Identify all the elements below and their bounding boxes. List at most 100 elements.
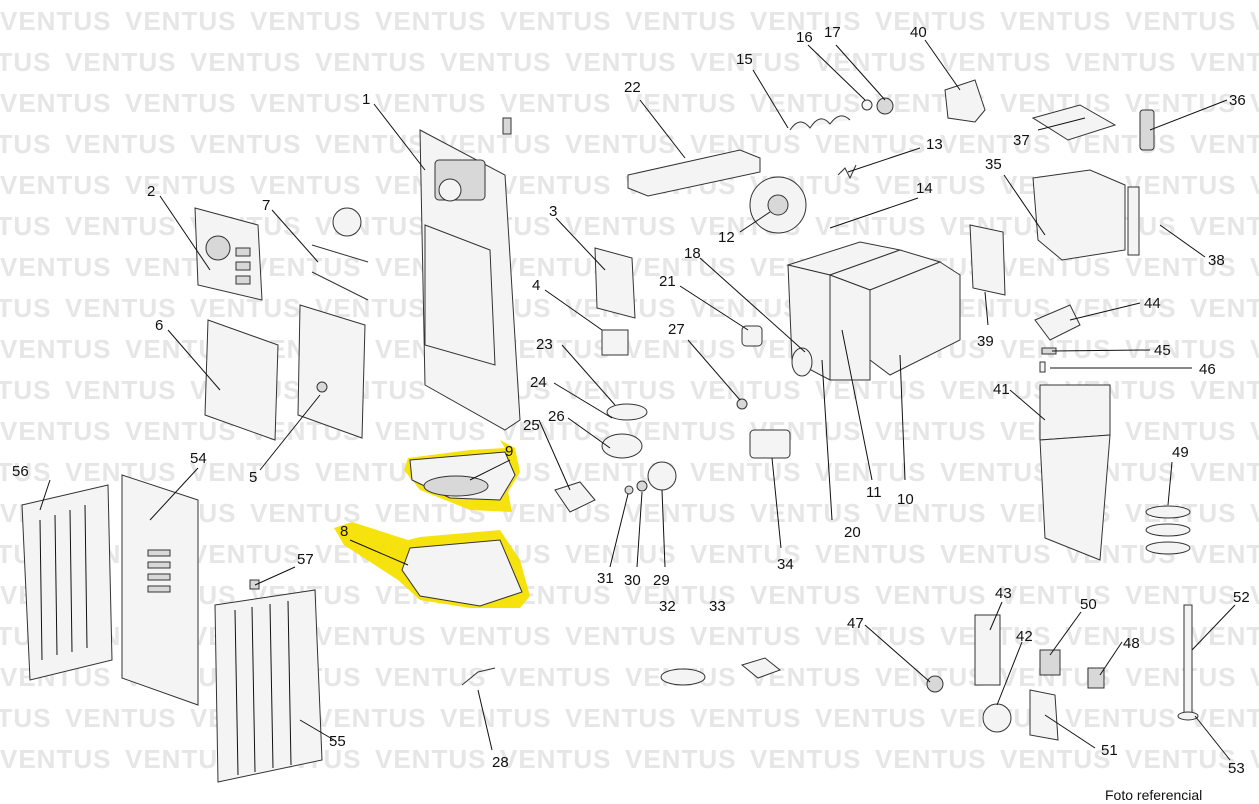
watermark-text: VENTUS <box>1250 334 1259 364</box>
watermark-text: VENTUS <box>190 47 301 77</box>
watermark-text: VENTUS <box>690 47 801 77</box>
watermark-text: VENTUS <box>125 170 236 200</box>
watermark-text: VENTUS <box>565 621 676 651</box>
label-1: 1 <box>362 91 370 108</box>
part-48-switch <box>1087 667 1105 689</box>
label-10: 10 <box>897 491 914 508</box>
label-39: 39 <box>977 333 994 350</box>
watermark-text: VENTUS <box>315 703 426 733</box>
label-56: 56 <box>12 463 29 480</box>
watermark-text: VENTUS <box>940 457 1051 487</box>
part-6-panel <box>204 319 279 441</box>
watermark-text: VENTUS <box>690 539 801 569</box>
watermark-text: VENTUS <box>1250 252 1259 282</box>
watermark-text: VENTUS <box>190 457 301 487</box>
part-53-base <box>1177 711 1199 721</box>
watermark-text: VENTUS <box>65 129 176 159</box>
watermark-text: VENTUS <box>690 703 801 733</box>
watermark-text: VENTUS <box>1125 662 1236 692</box>
part-36-valve <box>1139 109 1155 151</box>
watermark-text: VENTUS <box>1190 211 1259 241</box>
part-21-cap <box>741 325 763 347</box>
part-44-valve <box>1034 304 1081 341</box>
watermark-text: VENTUS <box>940 129 1051 159</box>
watermark-text: VENTUS <box>1250 744 1259 774</box>
label-18: 18 <box>684 245 701 262</box>
label-32: 32 <box>659 598 676 615</box>
watermark-text: VENTUS <box>1190 129 1259 159</box>
label-23: 23 <box>536 336 553 353</box>
watermark-text: VENTUS <box>625 252 736 282</box>
watermark-text: VENTUS <box>750 744 861 774</box>
watermark-text: VENTUS <box>1125 6 1236 36</box>
watermark-text: VENTUS <box>940 375 1051 405</box>
part-7-rails <box>311 244 369 301</box>
watermark-text: VENTUS <box>125 88 236 118</box>
part-46-pin <box>1039 361 1046 373</box>
part-33-block <box>740 657 782 679</box>
watermark-text: VENTUS <box>750 580 861 610</box>
label-38: 38 <box>1208 252 1225 269</box>
label-48: 48 <box>1123 635 1140 652</box>
label-37: 37 <box>1013 132 1030 149</box>
label-16: 16 <box>796 29 813 46</box>
watermark-text: VENTUS <box>250 88 361 118</box>
watermark-text: VENTUS <box>875 416 986 446</box>
watermark-text: VENTUS <box>625 744 736 774</box>
watermark-text: VENTUS <box>0 6 111 36</box>
part-56-rear-panel <box>21 484 113 681</box>
caption-text: Foto referencial <box>1105 787 1202 803</box>
watermark-text: VENTUS <box>625 334 736 364</box>
small-bracket <box>502 117 512 135</box>
label-28: 28 <box>492 754 509 771</box>
watermark-text: VENTUS <box>440 703 551 733</box>
watermark-text: VENTUS <box>65 293 176 323</box>
watermark-text: VENTUS <box>440 621 551 651</box>
label-34: 34 <box>777 556 794 573</box>
label-13: 13 <box>926 136 943 153</box>
watermark-text: VENTUS <box>0 252 111 282</box>
part-41-stand <box>1039 434 1111 561</box>
watermark-text: VENTUS <box>625 88 736 118</box>
part-8-drip-tray <box>401 539 523 607</box>
label-41: 41 <box>993 381 1010 398</box>
part-49-coil <box>1145 505 1191 519</box>
label-5: 5 <box>249 469 257 486</box>
label-4: 4 <box>532 277 540 294</box>
watermark-text: VENTUS <box>190 293 301 323</box>
watermark-text: VENTUS <box>65 457 176 487</box>
watermark-text: VENTUS <box>65 47 176 77</box>
watermark-text: VENTUS <box>500 6 611 36</box>
watermark-text: VENTUS <box>0 703 51 733</box>
watermark-text: VENTUS <box>500 744 611 774</box>
label-42: 42 <box>1016 628 1033 645</box>
part-43-board <box>974 614 1001 686</box>
label-20: 20 <box>844 524 861 541</box>
watermark-text: VENTUS <box>1125 744 1236 774</box>
watermark-text: VENTUS <box>375 6 486 36</box>
watermark-text: VENTUS <box>1190 457 1259 487</box>
watermark-text: VENTUS <box>1000 6 1111 36</box>
label-15: 15 <box>736 51 753 68</box>
part-28-hose <box>461 667 496 686</box>
watermark-text: VENTUS <box>375 744 486 774</box>
watermark-text: VENTUS <box>1190 621 1259 651</box>
watermark-text: VENTUS <box>500 662 611 692</box>
watermark-text: VENTUS <box>940 539 1051 569</box>
watermark-text: VENTUS <box>0 170 111 200</box>
watermark-text: VENTUS <box>1250 6 1259 36</box>
label-49: 49 <box>1172 444 1189 461</box>
watermark-text: VENTUS <box>1065 621 1176 651</box>
label-30: 30 <box>624 572 641 589</box>
part-5-panel <box>297 304 366 439</box>
watermark-text: VENTUS <box>875 744 986 774</box>
watermark-text: VENTUS <box>250 6 361 36</box>
watermark-text: VENTUS <box>315 129 426 159</box>
label-12: 12 <box>718 229 735 246</box>
watermark-text: VENTUS <box>815 211 926 241</box>
watermark-text: VENTUS <box>0 334 111 364</box>
label-52: 52 <box>1233 589 1250 606</box>
watermark-text: VENTUS <box>0 416 111 446</box>
watermark-text: VENTUS <box>375 88 486 118</box>
